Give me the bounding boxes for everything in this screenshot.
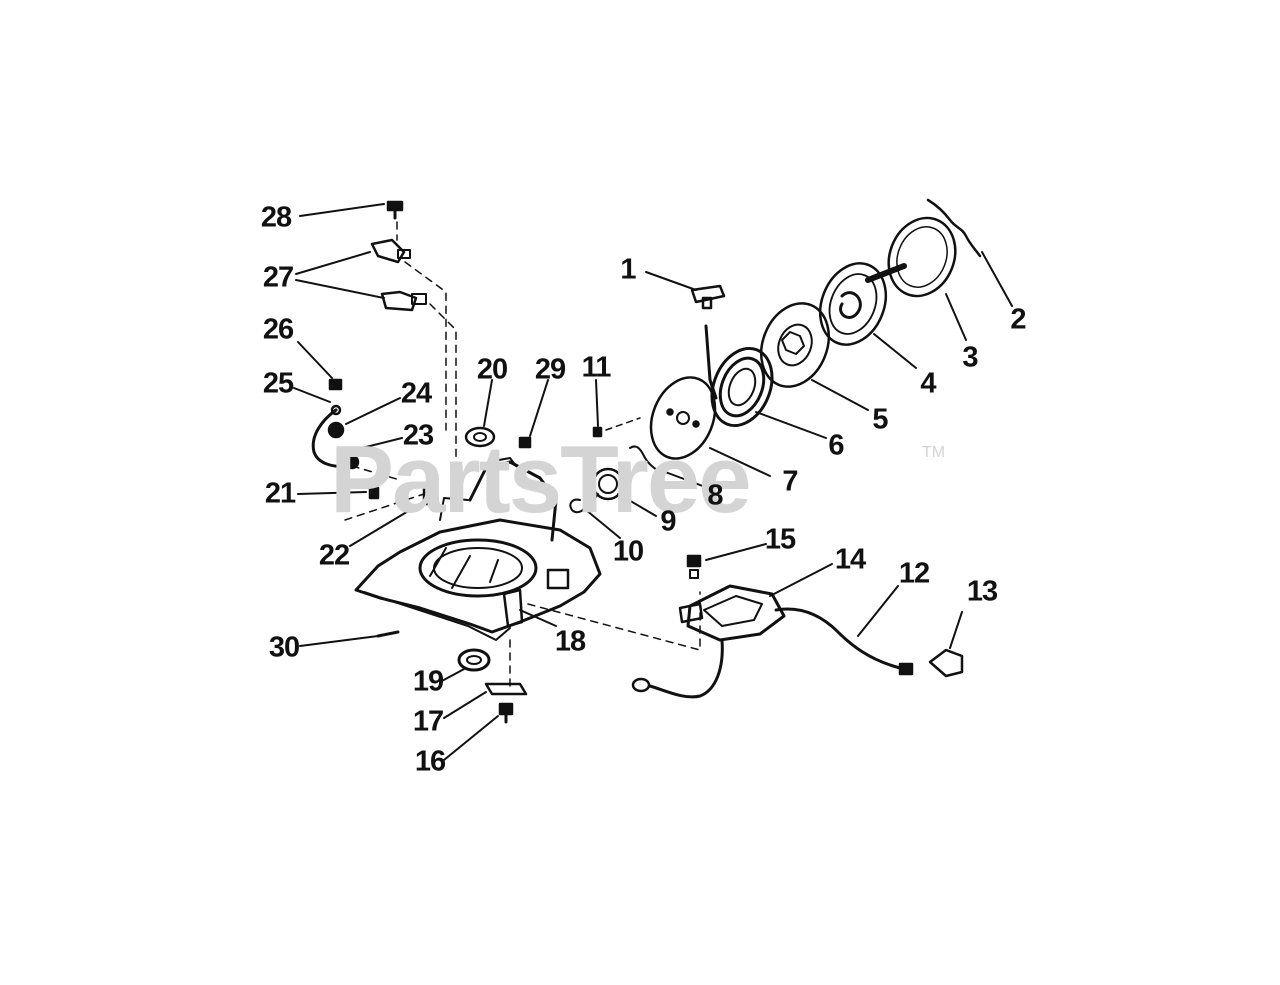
recoil-spring (704, 324, 774, 428)
callout-6: 6 (828, 429, 844, 462)
main-housing (354, 457, 602, 641)
callout-14: 14 (834, 543, 866, 576)
grommet-20 (464, 426, 496, 448)
callout-26: 26 (262, 313, 294, 346)
callout-18: 18 (554, 625, 586, 658)
callout-12: 12 (898, 557, 930, 590)
callout-30: 30 (268, 631, 300, 664)
callout-7: 7 (782, 465, 798, 498)
pawl-spring (629, 445, 661, 473)
callout-11: 11 (581, 351, 612, 384)
callout-29: 29 (534, 353, 566, 386)
callout-10: 10 (612, 535, 644, 568)
callout-25: 25 (262, 367, 294, 400)
plate-17 (484, 682, 528, 696)
callout-16: 16 (414, 745, 446, 778)
callout-13: 13 (966, 575, 998, 608)
callout-21: 21 (264, 477, 296, 510)
screw-15 (686, 554, 702, 579)
callout-27: 27 (262, 261, 294, 294)
boot-13 (928, 648, 964, 678)
terminal-22 (422, 484, 438, 506)
callout-2: 2 (1010, 303, 1026, 336)
spark-plug-wire (774, 607, 914, 676)
pin-30 (376, 630, 400, 638)
screw-21 (368, 486, 380, 500)
screw-11 (592, 426, 603, 438)
bracket-27a (370, 238, 411, 264)
callout-28: 28 (260, 201, 292, 234)
starter-key (690, 284, 726, 310)
bearing-19 (457, 648, 491, 672)
starter-rope (926, 198, 982, 258)
callout-5: 5 (872, 403, 888, 436)
clip (569, 498, 585, 514)
spring-housing (818, 262, 888, 346)
bracket-27b (380, 290, 427, 312)
washer-24 (327, 421, 345, 439)
watermark-trademark: TM (922, 444, 946, 461)
callout-8: 8 (707, 479, 723, 512)
callout-20: 20 (476, 353, 508, 386)
callout-19: 19 (412, 665, 444, 698)
callout-9: 9 (660, 505, 676, 538)
callout-15: 15 (764, 523, 796, 556)
nut-23 (344, 454, 360, 470)
screw-26 (328, 378, 343, 391)
callout-3: 3 (962, 341, 978, 374)
watermark: PartsTree (330, 426, 752, 533)
callout-24: 24 (400, 377, 432, 410)
gear (591, 467, 625, 501)
ground-wire (631, 638, 724, 699)
starter-plate (649, 376, 717, 460)
callout-4: 4 (920, 367, 936, 400)
callout-17: 17 (412, 705, 444, 738)
screw-16 (498, 702, 514, 724)
screw-29 (518, 436, 532, 449)
callout-1: 1 (620, 253, 636, 286)
callout-23: 23 (402, 419, 434, 452)
starter-cup (759, 302, 831, 388)
ignition-module (678, 584, 786, 642)
screw-28 (386, 200, 404, 220)
wire-25 (311, 404, 352, 468)
callout-22: 22 (318, 539, 350, 572)
starter-pulley (865, 216, 957, 298)
